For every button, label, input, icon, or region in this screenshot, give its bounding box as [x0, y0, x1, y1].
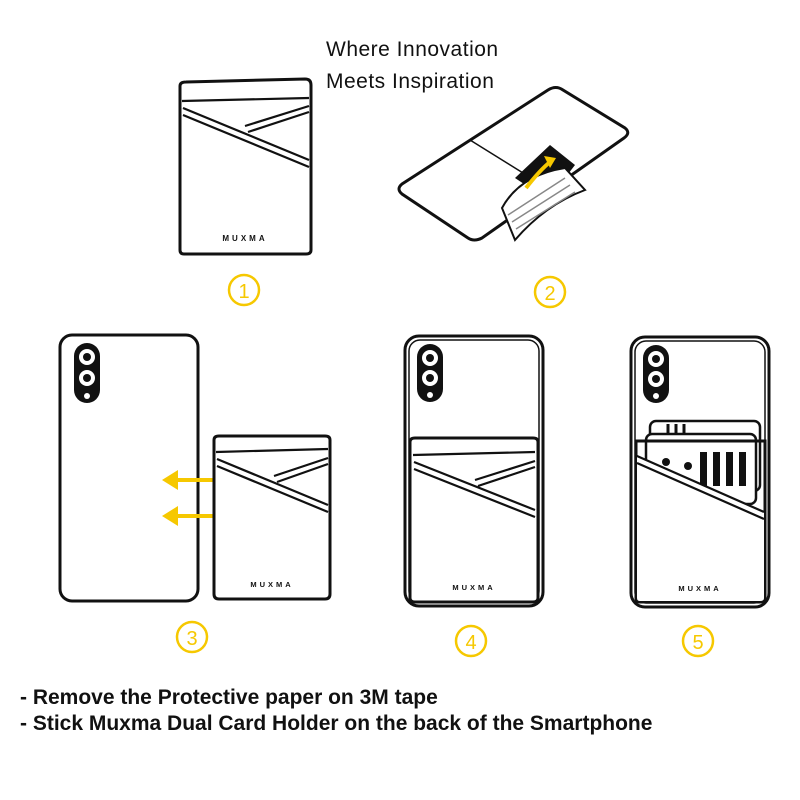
svg-text:2: 2	[544, 283, 555, 305]
camera-icon	[643, 345, 669, 403]
step-2-number: 2	[533, 275, 567, 309]
svg-text:5: 5	[692, 632, 703, 654]
brand-label: MUXMA	[678, 584, 721, 593]
tagline-line-2: Meets Inspiration	[326, 70, 495, 93]
instruction-stick-holder: - Stick Muxma Dual Card Holder on the ba…	[20, 712, 653, 735]
step-1-card-holder: MUXMA	[178, 77, 313, 256]
camera-icon	[417, 344, 443, 402]
instruction-remove-paper: - Remove the Protective paper on 3M tape	[20, 686, 438, 709]
camera-icon	[74, 343, 100, 403]
step-2-peel-back	[397, 86, 630, 242]
brand-label: MUXMA	[250, 580, 293, 589]
step-5-number: 5	[681, 624, 715, 658]
tagline-line-1: Where Innovation	[326, 38, 499, 61]
step-1-number: 1	[227, 273, 261, 307]
svg-text:3: 3	[186, 628, 197, 650]
step-4-number: 4	[454, 624, 488, 658]
step-3-number: 3	[175, 620, 209, 654]
brand-label: MUXMA	[222, 234, 267, 243]
step-3-card-holder: MUXMA	[212, 434, 332, 601]
step-3-phone	[58, 333, 200, 603]
step-4-phone-with-holder: MUXMA	[403, 334, 545, 608]
brand-label: MUXMA	[452, 583, 495, 592]
step-5-phone-with-cards: MUXMA	[629, 335, 771, 609]
svg-text:4: 4	[465, 632, 476, 654]
svg-text:1: 1	[238, 281, 249, 303]
